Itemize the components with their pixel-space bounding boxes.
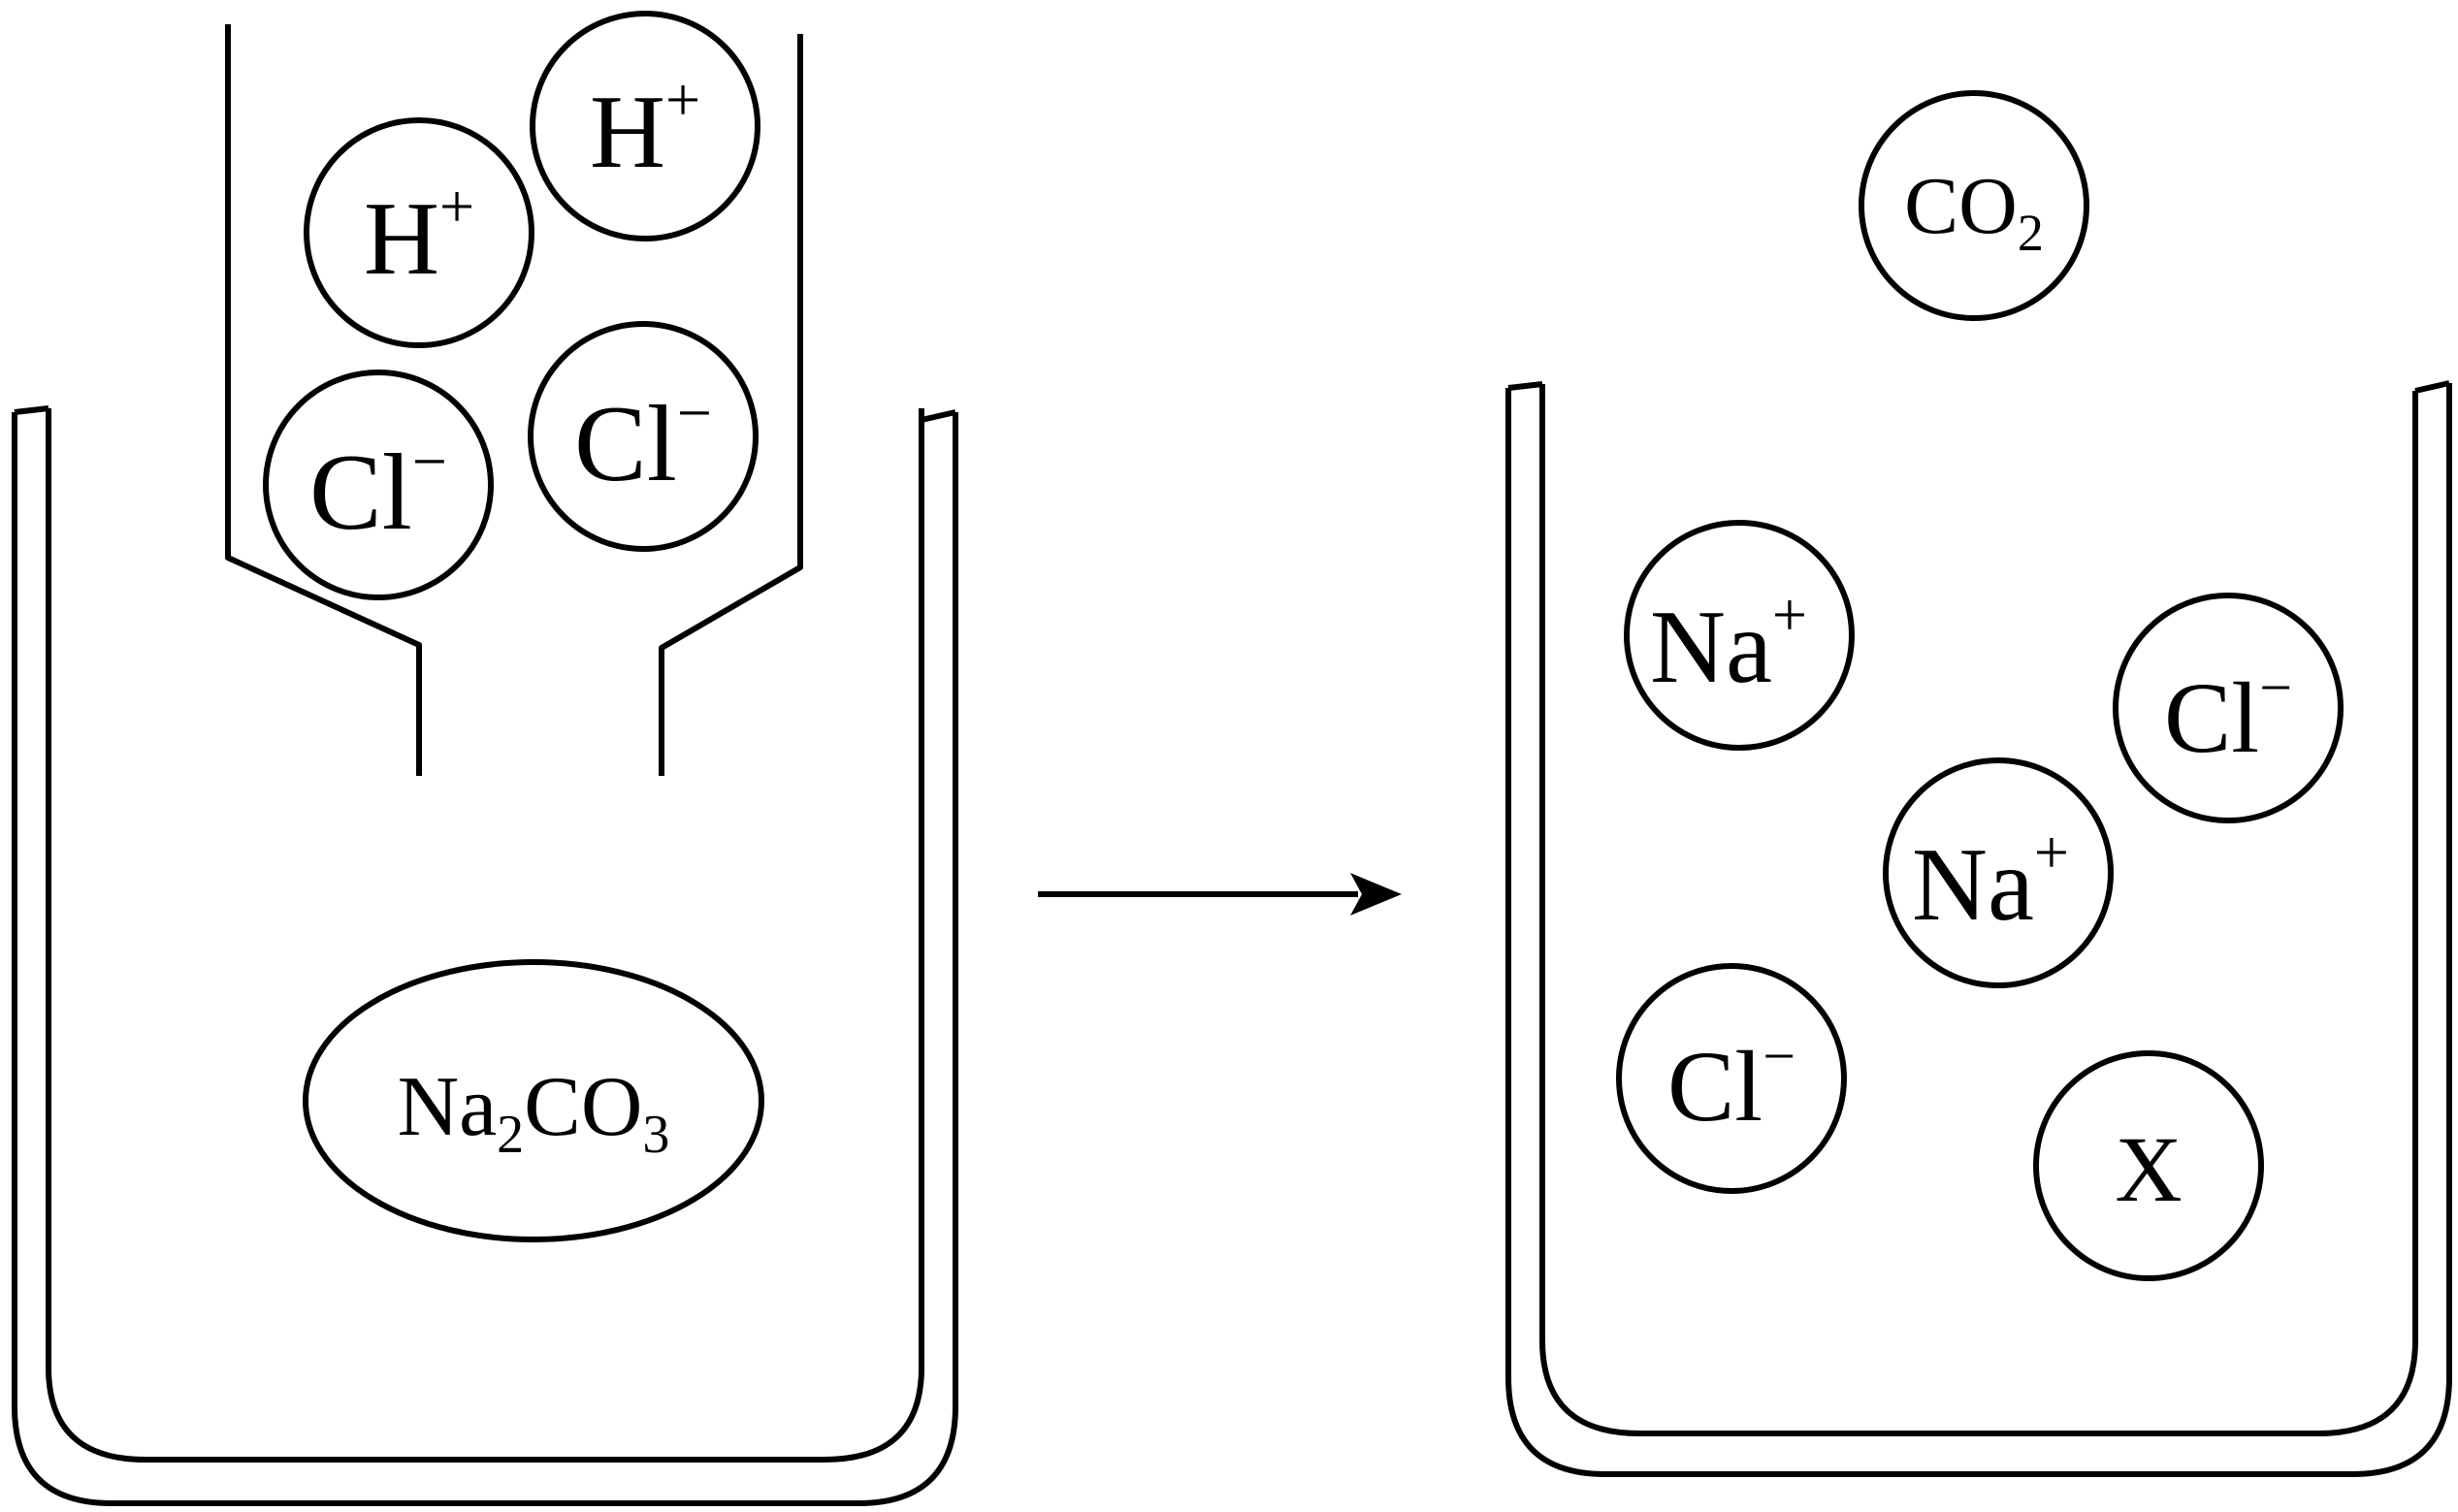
funnel-particle: Cl− xyxy=(528,321,759,552)
svg-text:H+: H+ xyxy=(364,172,474,297)
particle-symbol: Cl xyxy=(1667,1031,1763,1142)
product-particle: X xyxy=(2033,1050,2264,1281)
arrow-head xyxy=(1350,873,1402,916)
svg-text:Na+: Na+ xyxy=(1912,818,2069,943)
product-particle: Na+ xyxy=(1624,520,1855,751)
product-beaker-inner-wall xyxy=(1539,384,2418,1436)
particle-symbol: Cl xyxy=(309,433,412,553)
funnel-particle: Cl− xyxy=(263,370,494,600)
svg-text:Na2CO3: Na2CO3 xyxy=(398,1060,670,1165)
reactant-beaker-outer-wall xyxy=(12,412,958,1506)
funnel-particle: H+ xyxy=(304,117,534,348)
svg-text:H+: H+ xyxy=(590,65,700,190)
svg-text:X: X xyxy=(2115,1117,2182,1221)
particle-symbol: H xyxy=(590,75,665,190)
reactant-beaker xyxy=(12,405,958,1506)
reactant-beaker-left-rim xyxy=(14,405,49,415)
funnel-right-side xyxy=(659,34,803,776)
formula-part: CO xyxy=(524,1060,642,1154)
particle-charge: − xyxy=(677,378,712,447)
particle-charge: − xyxy=(1763,1024,1795,1088)
particle-symbol: Na xyxy=(1650,590,1772,705)
gas-subscript: 2 xyxy=(2018,204,2044,262)
funnel-particle: H+ xyxy=(530,11,760,241)
carbon-dioxide-gas: CO2 xyxy=(1859,90,2089,321)
product-beaker-outer-wall xyxy=(1505,383,2452,1477)
product-particle: Cl− xyxy=(1616,963,1847,1194)
funnel xyxy=(225,24,803,776)
gas-symbol: CO xyxy=(1904,161,2018,251)
formula-subscript: 2 xyxy=(497,1105,524,1165)
svg-text:Cl−: Cl− xyxy=(309,427,447,553)
svg-text:Cl−: Cl− xyxy=(574,378,712,504)
funnel-left-side xyxy=(225,24,422,776)
particle-charge: + xyxy=(439,172,474,241)
formula-part: Na xyxy=(398,1060,498,1154)
product-beaker xyxy=(1505,380,2452,1477)
sodium-carbonate-solid: Na2CO3 xyxy=(303,959,764,1242)
particle-symbol: Na xyxy=(1912,827,2034,943)
particle-symbol: Cl xyxy=(2164,662,2259,774)
particle-charge: + xyxy=(2034,818,2069,886)
particle-symbol: X xyxy=(2115,1117,2182,1221)
reactant-beaker-right-rim xyxy=(921,409,956,423)
reactant-beaker-inner-wall xyxy=(46,408,924,1463)
particle-charge: − xyxy=(2259,656,2292,720)
particle-charge: − xyxy=(412,427,447,496)
particle-charge: + xyxy=(1772,580,1807,649)
product-beaker-right-rim xyxy=(2414,380,2450,394)
particle-symbol: H xyxy=(364,181,439,297)
product-beaker-left-rim xyxy=(1507,381,1543,391)
reaction-arrow xyxy=(1038,873,1402,916)
particle-charge: + xyxy=(665,65,700,134)
svg-text:Cl−: Cl− xyxy=(1667,1024,1795,1142)
svg-text:Na+: Na+ xyxy=(1650,580,1807,705)
formula-subscript: 3 xyxy=(642,1105,669,1165)
svg-text:CO2: CO2 xyxy=(1904,161,2044,262)
svg-text:Cl−: Cl− xyxy=(2164,656,2292,774)
particle-symbol: Cl xyxy=(574,384,677,504)
product-particle: Cl− xyxy=(2113,593,2344,823)
product-particle: Na+ xyxy=(1883,757,2114,988)
